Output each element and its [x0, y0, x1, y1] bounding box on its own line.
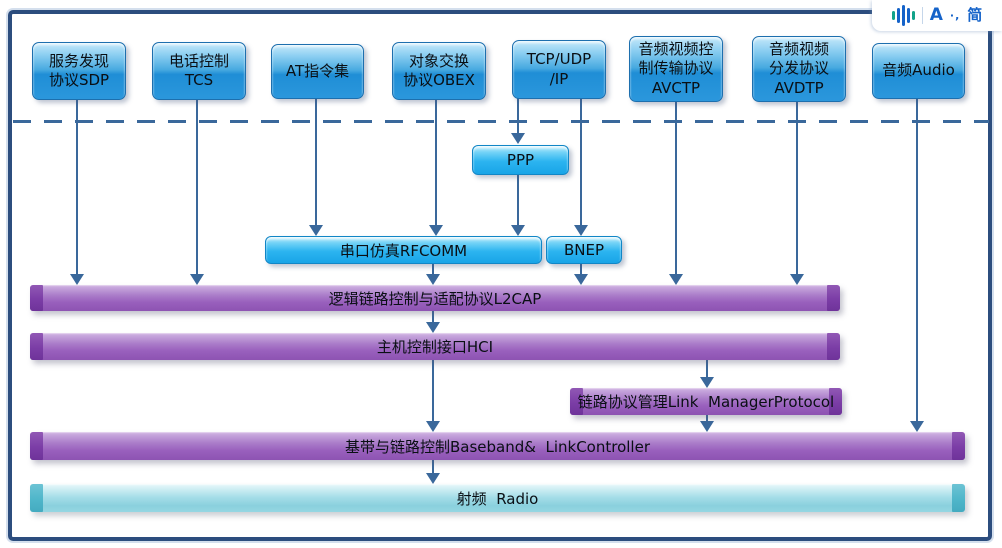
- box-avctp-label: 音频视频控 制传输协议 AVCTP: [638, 40, 714, 97]
- box-bnep: BNEP: [546, 236, 622, 264]
- box-tcs-label: 电话控制 TCS: [168, 51, 229, 89]
- bar-link-manager-protocol: 链路协议管理Link ManagerProtocol: [570, 388, 842, 415]
- bar-l2cap: 逻辑链路控制与适配协议L2CAP: [30, 285, 840, 311]
- equalizer-icon: [891, 5, 915, 27]
- box-avdtp-label: 音频视频 分发协议 AVDTP: [768, 40, 829, 97]
- bar-baseband-link-controller: 基带与链路控制Baseband& LinkController: [30, 432, 965, 460]
- bar-link-manager-protocol-label: 链路协议管理Link ManagerProtocol: [577, 393, 835, 411]
- box-at-commands: AT指令集: [271, 44, 364, 99]
- bar-hci: 主机控制接口HCI: [30, 333, 840, 360]
- bar-rfcomm-label: 串口仿真RFCOMM: [339, 241, 468, 260]
- box-sdp: 服务发现 协议SDP: [32, 42, 126, 100]
- host-controller-divider-line: [13, 120, 989, 123]
- bar-baseband-link-controller-label: 基带与链路控制Baseband& LinkController: [344, 437, 650, 456]
- box-avctp: 音频视频控 制传输协议 AVCTP: [629, 36, 723, 102]
- box-tcs: 电话控制 TCS: [152, 42, 246, 100]
- diagram-border: [8, 10, 992, 541]
- bar-l2cap-label: 逻辑链路控制与适配协议L2CAP: [328, 289, 542, 308]
- box-audio: 音频Audio: [872, 43, 965, 99]
- box-ppp-label: PPP: [506, 151, 535, 169]
- box-ppp: PPP: [472, 145, 569, 175]
- watermark-divider: [921, 7, 923, 24]
- box-sdp-label: 服务发现 协议SDP: [48, 51, 110, 89]
- watermark-badge: A ·, 简: [872, 0, 1002, 31]
- box-obex-label: 对象交换 协议OBEX: [403, 51, 475, 89]
- box-audio-label: 音频Audio: [882, 61, 955, 80]
- box-bnep-label: BNEP: [563, 241, 605, 259]
- watermark-marks: ·,: [949, 9, 961, 22]
- watermark-cjk: 简: [967, 6, 983, 24]
- box-obex: 对象交换 协议OBEX: [392, 42, 486, 100]
- box-at-commands-label: AT指令集: [285, 61, 350, 80]
- bar-radio-label: 射频 Radio: [456, 489, 539, 508]
- watermark-letter: A: [929, 5, 943, 25]
- box-tcp-udp-ip-label: TCP/UDP /IP: [526, 50, 592, 88]
- box-avdtp: 音频视频 分发协议 AVDTP: [752, 36, 846, 102]
- bar-hci-label: 主机控制接口HCI: [376, 338, 494, 356]
- box-tcp-udp-ip: TCP/UDP /IP: [512, 40, 606, 99]
- bar-rfcomm: 串口仿真RFCOMM: [265, 236, 542, 264]
- bar-radio: 射频 Radio: [30, 484, 965, 512]
